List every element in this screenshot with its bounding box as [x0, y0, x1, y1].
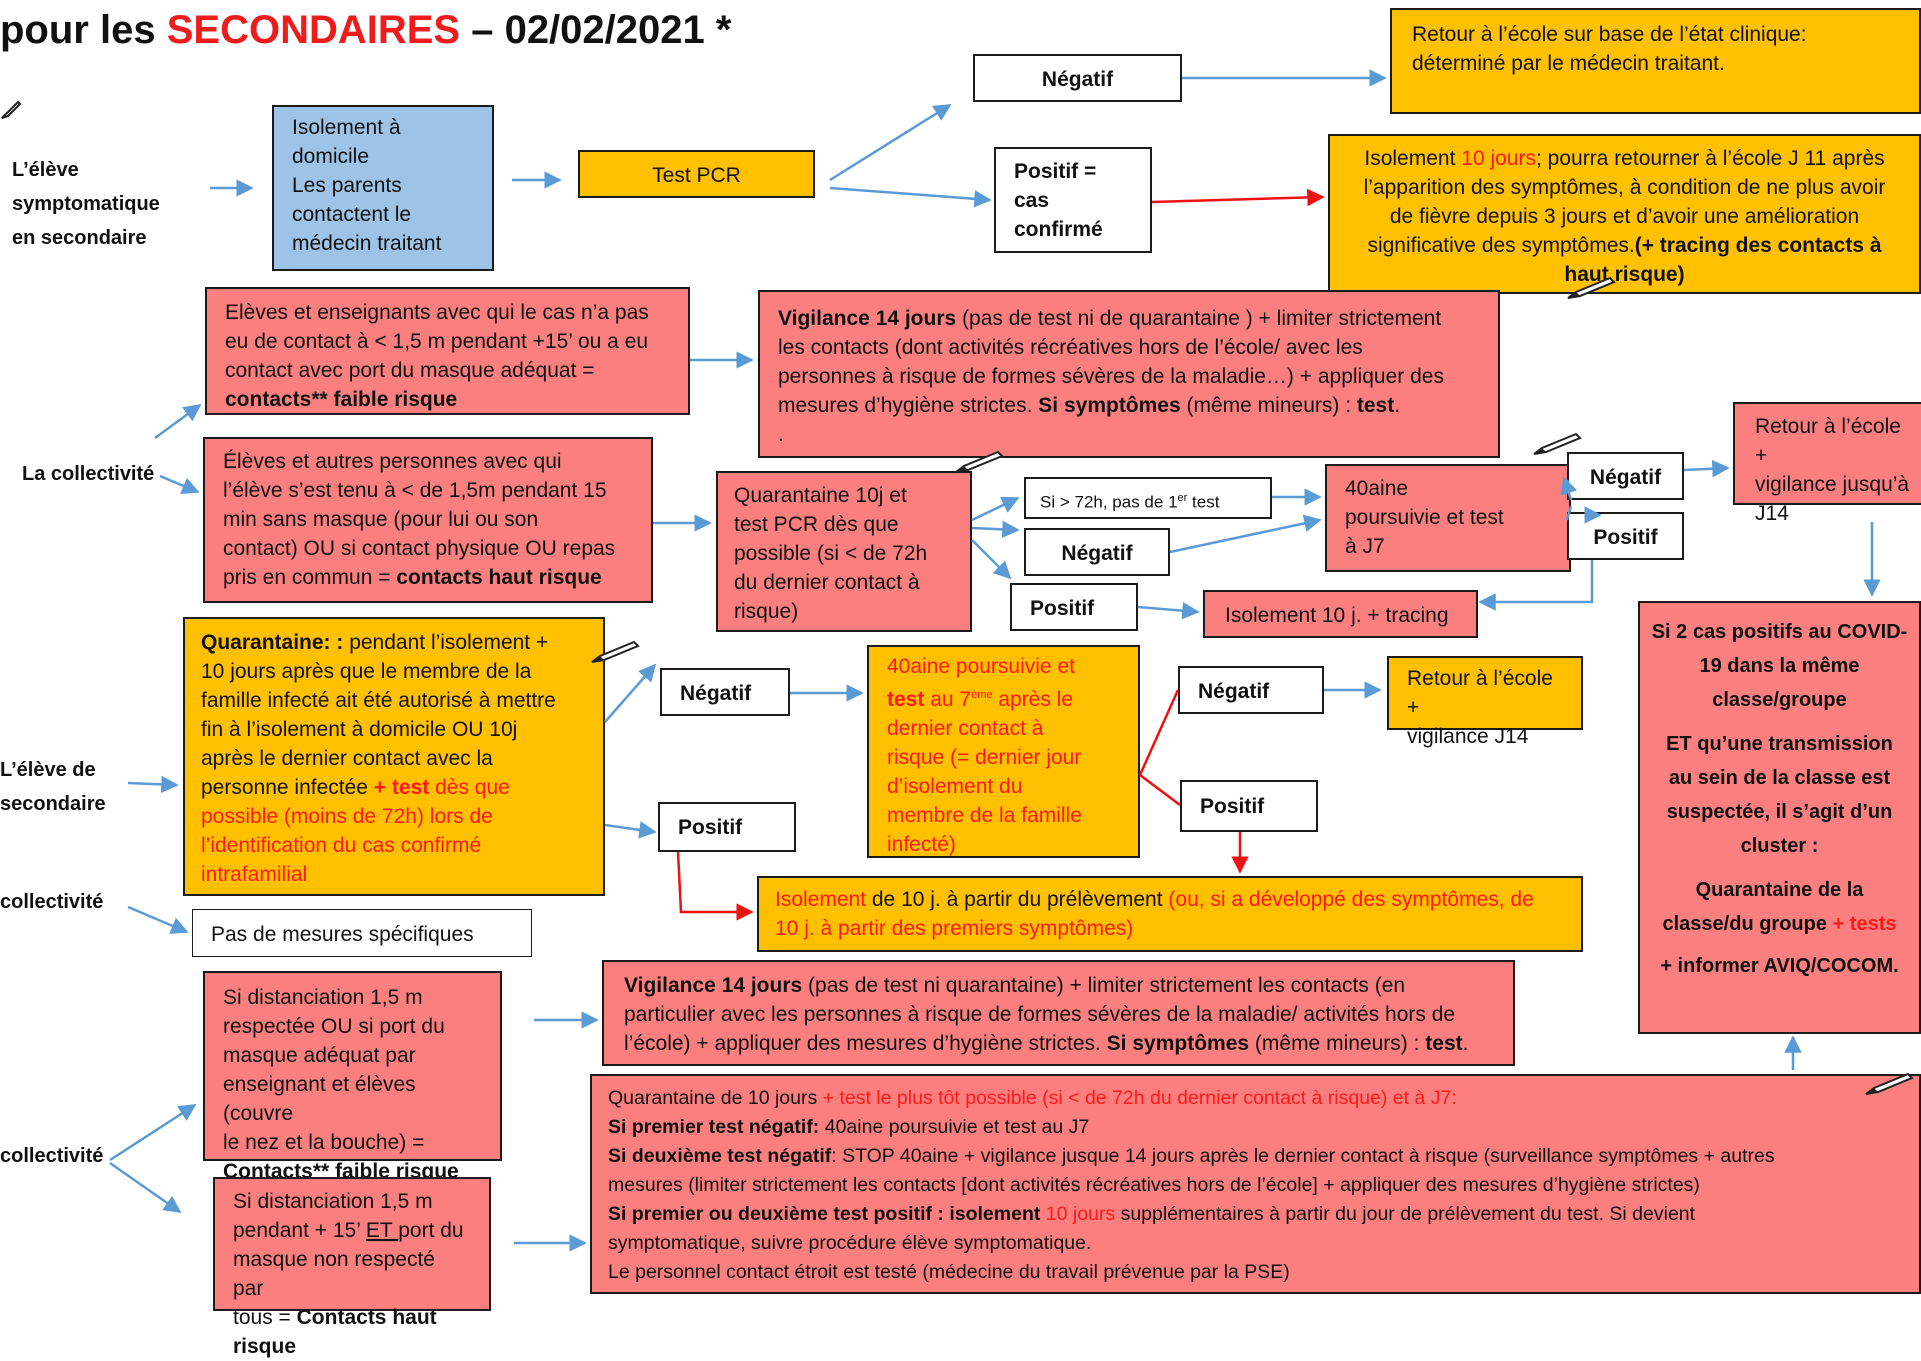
red-arrow	[676, 851, 754, 921]
flow-arrows	[109, 69, 1881, 1252]
arrow	[829, 103, 952, 182]
label-pupil-secondary: L’élève de secondaire	[0, 759, 106, 815]
return-j14-box-2: Retour à l’école +vigilance J14	[1387, 656, 1583, 748]
negative-result-box: Négatif	[973, 54, 1182, 102]
label-symptomatic: L’élève symptomatique en secondaire	[12, 159, 160, 249]
arrow	[604, 821, 657, 839]
pencil-icon	[1865, 1072, 1914, 1095]
connector	[1478, 560, 1594, 611]
quarantine-detail-box: Quarantaine de 10 jours + test le plus t…	[590, 1074, 1921, 1294]
isolation-tracing-box: Isolement 10 j. + tracing	[1203, 590, 1478, 638]
arrow	[1683, 459, 1730, 478]
test-pcr-box: Test PCR	[578, 150, 815, 198]
red-arrow	[1151, 188, 1325, 207]
negative-box-4: Négatif	[660, 668, 790, 716]
page-title: pour les SECONDAIRES – 02/02/2021 *	[0, 8, 732, 52]
red-connector	[1138, 689, 1180, 776]
pencil-icon	[1533, 432, 1582, 455]
isolation-10-days-box: Isolement 10 jours; pourra retourner à l…	[1328, 134, 1921, 294]
pencil-icon	[1567, 276, 1616, 299]
return-school-clinical-box: Retour à l’école sur base de l’état clin…	[1390, 8, 1921, 114]
arrow	[1560, 476, 1578, 501]
arrow	[159, 474, 200, 494]
pencil-icon	[1, 100, 22, 119]
family-quarantine-box: Quarantaine: : pendant l’isolement + 10 …	[183, 617, 605, 896]
arrow	[154, 403, 202, 440]
pencil-icon	[591, 640, 640, 663]
arrow	[109, 1103, 197, 1162]
arrow	[604, 663, 657, 723]
negative-box-2: Négatif	[1024, 528, 1170, 576]
family-continue-box: 40aine poursuivie et test au 7ème après …	[867, 645, 1140, 858]
positive-box-5: Positif	[1180, 780, 1318, 832]
isolation-sample-box: Isolement de 10 j. à partir du prélèveme…	[757, 876, 1583, 952]
arrow	[829, 186, 992, 208]
arrow	[127, 775, 179, 794]
positive-box-4: Positif	[658, 802, 796, 852]
label-collectivity-3: collectivité	[0, 1145, 104, 1167]
arrow	[1137, 601, 1200, 620]
negative-box-5: Négatif	[1178, 666, 1324, 714]
arrow	[971, 520, 1020, 539]
arrow	[1169, 514, 1322, 554]
arrow	[971, 539, 1012, 580]
low-risk-contacts-box: Elèves et enseignants avec qui le cas n’…	[205, 287, 690, 415]
vigilance-14-box: Vigilance 14 jours (pas de test ni de qu…	[758, 290, 1500, 458]
over-72h-box: Si > 72h, pas de 1er test	[1024, 477, 1272, 519]
arrow	[127, 905, 189, 934]
label-collectivity-1: La collectivité	[22, 463, 155, 485]
connector	[1565, 505, 1573, 521]
cluster-box: Si 2 cas positifs au COVID-19 dans la mê…	[1638, 601, 1921, 1034]
arrow	[109, 1161, 182, 1214]
positive-box-2: Positif	[1010, 583, 1138, 631]
pencil-icon	[955, 450, 1004, 473]
negative-box-3: Négatif	[1567, 452, 1684, 500]
arrow	[971, 496, 1020, 522]
no-specific-measures-box: Pas de mesures spécifiques	[192, 909, 532, 957]
red-connector	[1139, 774, 1181, 806]
label-collectivity-2: collectivité	[0, 891, 104, 913]
connector	[1565, 479, 1573, 491]
positive-box-3: Positif	[1567, 512, 1684, 560]
vigilance-14-box-2: Vigilance 14 jours (pas de test ni quara…	[602, 960, 1515, 1066]
